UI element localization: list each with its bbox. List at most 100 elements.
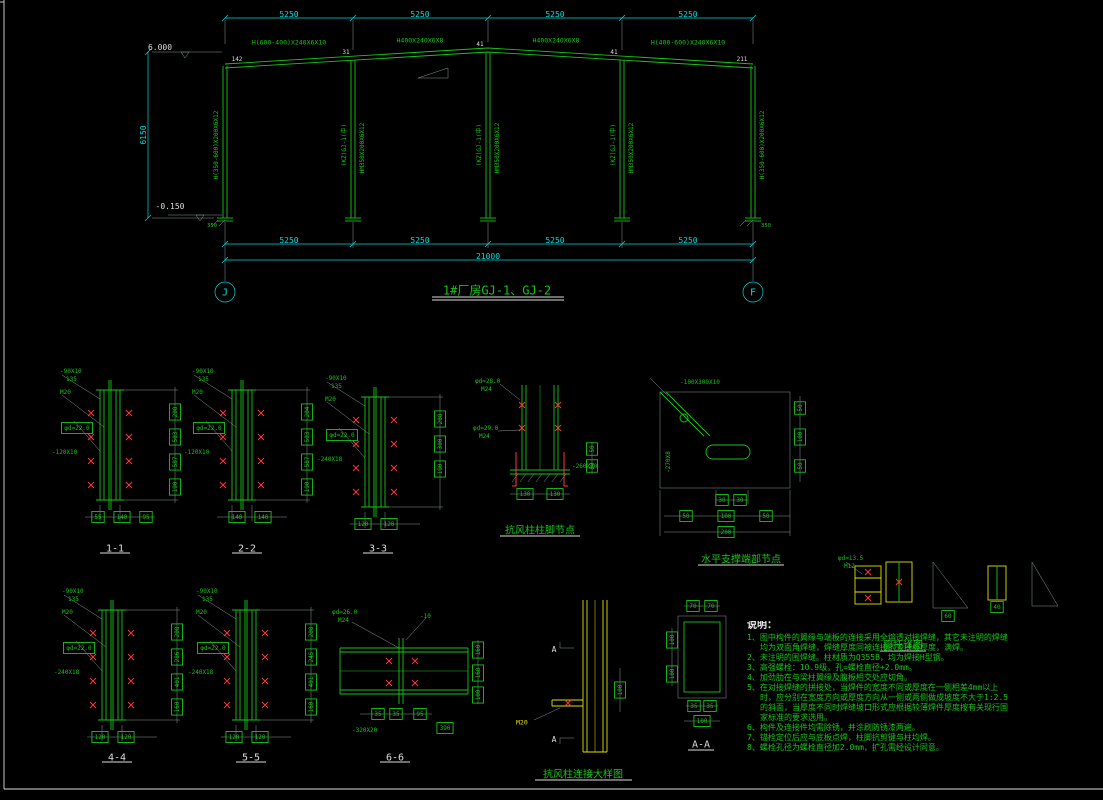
dim-box xyxy=(305,698,317,716)
dim-text: 245 xyxy=(308,651,315,662)
detail-purlin-bracket xyxy=(845,561,1059,609)
dim-box xyxy=(171,648,183,666)
dim-box xyxy=(91,731,109,743)
detail-title: 檩托详图 xyxy=(883,639,923,652)
node-label: 41 xyxy=(610,49,618,56)
bolt-label: M24 xyxy=(481,386,492,393)
dim-text: 587 xyxy=(304,456,311,467)
dim-box xyxy=(794,401,806,415)
column-label: HM350X200X6X12 xyxy=(359,122,366,173)
dim-top xyxy=(221,14,757,50)
dim-box xyxy=(413,708,427,720)
detail-title: A-A xyxy=(692,740,710,751)
dim-box xyxy=(171,698,183,716)
dim-text: 160 xyxy=(475,644,482,655)
dim-box xyxy=(759,510,773,522)
section-title: 5-5 xyxy=(242,753,260,764)
node-label: 142 xyxy=(232,56,243,63)
dim-text: 200 xyxy=(721,529,732,536)
column-label: (KZ)GJ-1(中) xyxy=(475,124,483,166)
dim-text: 35 xyxy=(706,703,714,710)
dim-text: 120 xyxy=(358,521,369,528)
dim-text: 95 xyxy=(416,711,424,718)
column-label: HM350X200X6X12 xyxy=(628,122,635,173)
dim-box xyxy=(733,494,747,506)
dim-box xyxy=(197,642,229,654)
bolt-label: M24 xyxy=(338,617,349,624)
bolt-label: M24 xyxy=(479,433,490,440)
column-label: H(350-600)X200X6X12 xyxy=(213,110,220,179)
detail-a-a xyxy=(671,605,727,722)
hole-label: φd=26.0 xyxy=(332,609,358,616)
beam-label: H(400-600)X240X6X10 xyxy=(651,38,725,46)
dim-text: 168 xyxy=(475,667,482,678)
beam-label: H(600-400)X240X6X10 xyxy=(252,38,326,46)
dim-text: 50 xyxy=(797,404,804,412)
detail-wind-column-base xyxy=(497,383,593,495)
note-item: 6、构件及连接件均需除锈，并涂刷防锈漆两遍。 xyxy=(747,723,920,732)
hole-label: φd=22.0 xyxy=(66,645,92,652)
detail-title: 水平支撑端部节点 xyxy=(701,553,781,566)
beam-label: H400X240X6X8 xyxy=(397,36,444,44)
dim-box xyxy=(61,422,93,434)
grid-bubble-label: F xyxy=(750,288,756,299)
grid-bubbles xyxy=(214,264,764,303)
dim-text: 40 xyxy=(993,604,1001,611)
frame-elevation xyxy=(144,14,764,303)
plate-label: 135 xyxy=(68,596,79,603)
hole-label: φd=22.0 xyxy=(64,425,90,432)
dim-text: 120 xyxy=(255,734,266,741)
dim-text: 70 xyxy=(689,603,697,610)
dim-text: 190 xyxy=(172,481,179,492)
dim-box xyxy=(436,722,454,734)
hole-label: φd=13.5 xyxy=(838,555,864,562)
column-label: HM350X200X6X12 xyxy=(494,122,501,173)
hole-label: φd=22.0 xyxy=(329,432,355,439)
plate-label: -320X20 xyxy=(352,727,378,734)
dim-box xyxy=(687,700,701,712)
grid-bubble-label: J xyxy=(222,288,228,299)
note-item: 8、螺栓孔径为螺栓直径加2.0mm，扩孔需经设计同意。 xyxy=(747,743,944,752)
dim-text: 350 xyxy=(761,223,771,229)
hole-label: φd=22.0 xyxy=(196,425,222,432)
dim-text: 35 xyxy=(690,703,698,710)
section-cut-label: A xyxy=(552,735,557,744)
plate-label: 135 xyxy=(331,383,342,390)
dim-text: 80 xyxy=(589,462,596,470)
plate-label: -90X10 xyxy=(325,375,347,382)
dim-box xyxy=(139,511,153,523)
dim-box xyxy=(254,511,272,523)
bolt-marks xyxy=(689,631,711,679)
note-item: 4、加劲肋在与梁柱翼缘及腹板相交处应切角。 xyxy=(747,673,912,682)
dim-text: 190 xyxy=(304,481,311,492)
dim-text: 120 xyxy=(384,521,395,528)
dim-text: 100 xyxy=(697,718,708,725)
dim-total xyxy=(221,256,757,264)
bolt-label: M20 xyxy=(62,609,73,616)
dim-text: 50 xyxy=(589,445,596,453)
dim-box xyxy=(305,648,317,666)
node-label: 211 xyxy=(737,56,748,63)
dim-text: 503 xyxy=(172,431,179,442)
dim-text: 401 xyxy=(174,676,181,687)
dim-box xyxy=(305,673,317,691)
dim-box xyxy=(389,708,403,720)
plate-label: 135 xyxy=(198,376,209,383)
dim-box xyxy=(117,731,135,743)
dim-text: 5250 xyxy=(678,10,697,19)
dim-height xyxy=(144,48,222,222)
dim-text: 50 xyxy=(762,513,770,520)
dim-text: 160 xyxy=(174,701,181,712)
detail-brace-end xyxy=(649,377,801,536)
dim-box xyxy=(717,526,735,538)
hole-label: φd=22.0 xyxy=(200,645,226,652)
total-dim: 21000 xyxy=(476,252,500,261)
detail-title: 抗风柱柱脚节点 xyxy=(505,524,575,537)
plate-label: -240X18 xyxy=(54,669,80,676)
plate-label: -270X8 xyxy=(665,451,672,473)
plate-label: -240X18 xyxy=(188,669,214,676)
dim-box xyxy=(380,518,398,530)
